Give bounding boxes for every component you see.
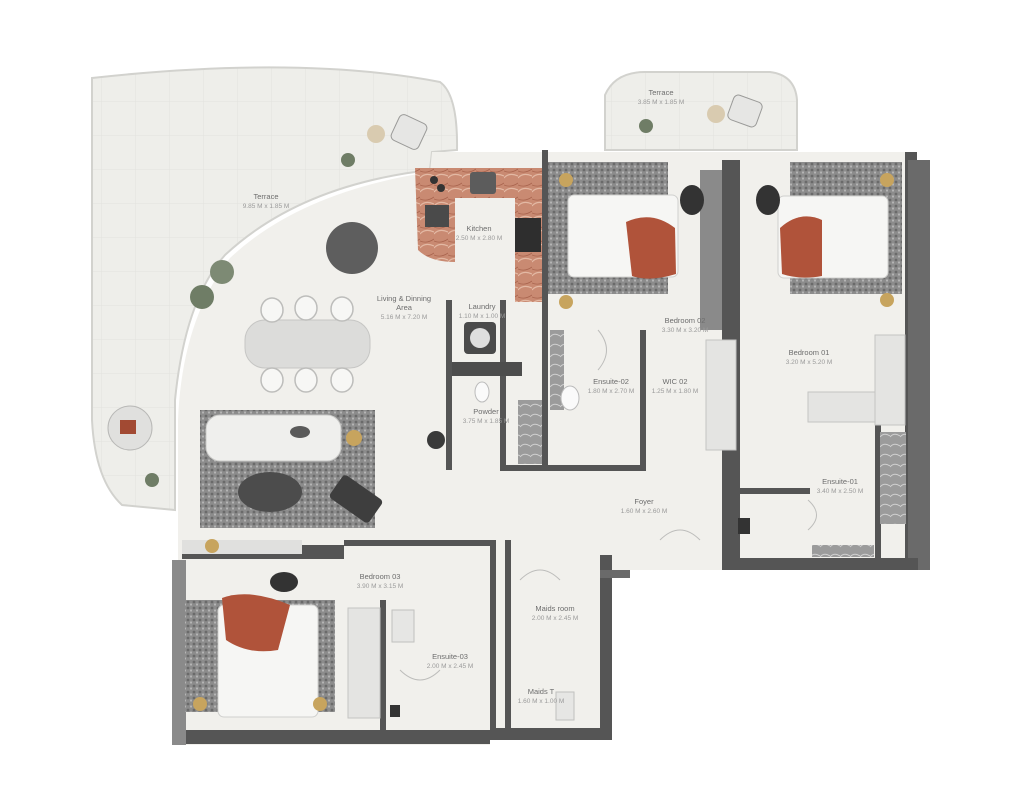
- label-ensuite-02-dim: 1.80 M x 2.70 M: [588, 388, 635, 395]
- bedroom-02-furniture: [548, 162, 704, 309]
- living-furniture: [107, 94, 763, 528]
- label-powder-dim: 3.75 M x 1.85 M: [463, 418, 510, 425]
- label-bedroom-02: Bedroom 02: [665, 316, 706, 325]
- ensuite-01-fixtures: [738, 518, 874, 557]
- kitchen-counter: [415, 168, 542, 464]
- ensuite-02-fixtures: [550, 330, 580, 411]
- ensuite-03-fixtures: [390, 609, 575, 721]
- door-swings: [399, 329, 817, 681]
- label-kitchen: Kitchen: [466, 224, 491, 233]
- label-bedroom-03-dim: 3.90 M x 3.15 M: [357, 583, 404, 590]
- label-maids-room: Maids room: [535, 604, 574, 613]
- label-ensuite-03-dim: 2.00 M x 2.45 M: [427, 663, 474, 670]
- room-labels: Terrace 9.85 M x 1.85 M Terrace 3.85 M x…: [243, 88, 864, 705]
- label-maids-t: Maids T: [528, 687, 555, 696]
- label-terrace-top: Terrace: [648, 88, 673, 97]
- label-powder: Powder: [473, 407, 499, 416]
- label-maids-room-dim: 2.00 M x 2.45 M: [532, 615, 579, 622]
- label-terrace-left-dim: 9.85 M x 1.85 M: [243, 203, 290, 210]
- label-foyer-dim: 1.60 M x 2.60 M: [621, 508, 668, 515]
- label-ensuite-02: Ensuite-02: [593, 377, 629, 386]
- label-wic-02-dim: 1.25 M x 1.80 M: [652, 388, 699, 395]
- terrace-top-area: [604, 71, 798, 151]
- bedroom-03-furniture: [182, 539, 381, 719]
- label-bedroom-01-dim: 3.20 M x 5.20 M: [786, 359, 833, 366]
- label-terrace-left: Terrace: [253, 192, 278, 201]
- label-terrace-top-dim: 3.85 M x 1.85 M: [638, 99, 685, 106]
- bedroom-01-furniture: [705, 162, 906, 524]
- label-laundry-dim: 1.10 M x 1.00 M: [459, 313, 506, 320]
- label-ensuite-01-dim: 3.40 M x 2.50 M: [817, 488, 864, 495]
- label-kitchen-dim: 2.50 M x 2.80 M: [456, 235, 503, 242]
- label-living-dim: 5.16 M x 7.20 M: [381, 314, 428, 321]
- label-ensuite-01: Ensuite-01: [822, 477, 858, 486]
- label-wic-02: WIC 02: [662, 377, 687, 386]
- terrace-left-area: [91, 66, 459, 512]
- label-living-2: Area: [396, 303, 413, 312]
- label-ensuite-03: Ensuite-03: [432, 652, 468, 661]
- label-laundry: Laundry: [468, 302, 495, 311]
- label-bedroom-01: Bedroom 01: [789, 348, 830, 357]
- label-bedroom-03: Bedroom 03: [360, 572, 401, 581]
- label-living: Living & Dinning: [377, 294, 431, 303]
- label-maids-t-dim: 1.60 M x 1.00 M: [518, 698, 565, 705]
- label-foyer: Foyer: [634, 497, 654, 506]
- label-bedroom-02-dim: 3.30 M x 3.20 M: [662, 327, 709, 334]
